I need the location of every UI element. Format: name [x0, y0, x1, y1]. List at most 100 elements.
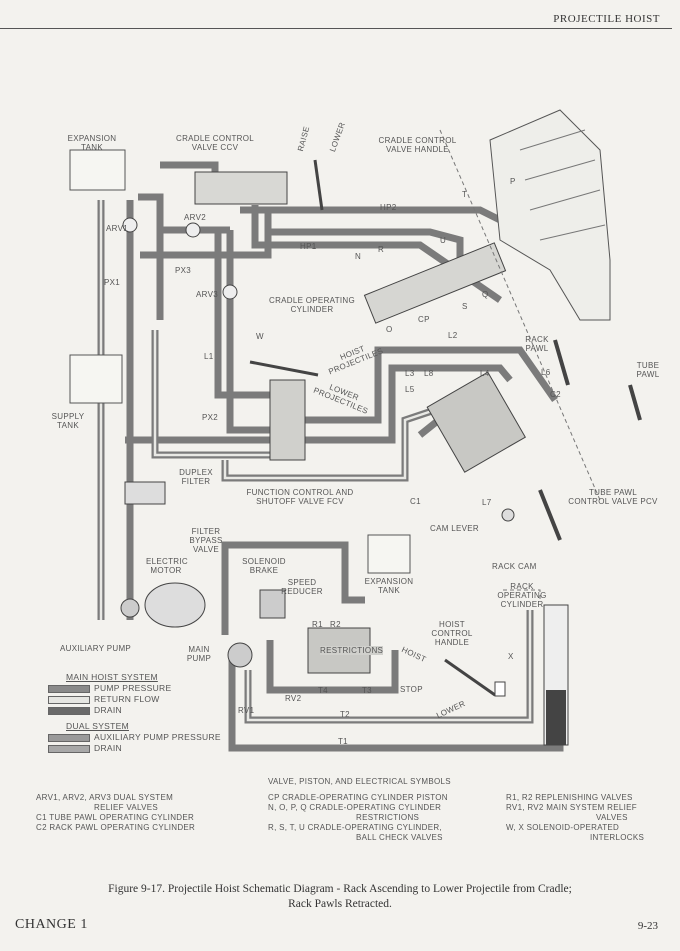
label-hoist-control-handle: HOIST CONTROL HANDLE — [431, 620, 473, 647]
symbol-entry: C2 RACK PAWL OPERATING CYLINDER — [36, 823, 196, 832]
label-px2: PX2 — [202, 413, 219, 422]
cradle — [489, 109, 611, 321]
hoist-control-handle — [444, 658, 496, 697]
symbol-entry: RESTRICTIONS — [356, 813, 420, 822]
legend-label: DRAIN — [94, 743, 122, 753]
symbols-col3: R1, R2 REPLENISHING VALVES RV1, RV2 MAIN… — [506, 793, 644, 843]
expansion-tank-top — [69, 149, 126, 191]
label-rack-cam: RACK CAM — [492, 562, 537, 571]
swatch-dual-drain — [48, 744, 90, 753]
label-pcv: TUBE PAWL CONTROL VALVE PCV — [568, 488, 658, 506]
label-t1: T1 — [338, 737, 348, 746]
label-arv1: ARV1 — [106, 224, 128, 233]
tube-pawl-control-valve — [426, 371, 526, 473]
symbols-col1: ARV1, ARV2, ARV3 DUAL SYSTEM RELIEF VALV… — [36, 793, 195, 833]
label-c1: C1 — [410, 497, 421, 506]
label-expansion-tank: EXPANSION TANK — [67, 134, 117, 152]
symbol-entry: N, O, P, Q CRADLE-OPERATING CYLINDER — [268, 803, 442, 812]
rack-pawl — [553, 339, 570, 386]
label-l8: L8 — [424, 369, 434, 378]
label-s: S — [462, 302, 468, 311]
rack-cam — [538, 489, 562, 541]
label-ccv-handle: CRADLE CONTROL VALVE HANDLE — [378, 136, 457, 154]
pipe-l1 — [214, 230, 290, 399]
electric-motor — [144, 582, 206, 628]
label-p: P — [510, 177, 516, 186]
label-duplex-filter: DUPLEX FILTER — [179, 468, 213, 486]
cradle-operating-cylinder — [363, 242, 507, 324]
label-l2: L2 — [448, 331, 458, 340]
label-hp2: HP2 — [380, 203, 397, 212]
cradle-control-valve — [194, 171, 288, 205]
pipe-t2 — [244, 610, 534, 724]
label-rv1: RV1 — [238, 706, 255, 715]
label-l7: L7 — [482, 498, 492, 507]
arv2-valve — [185, 222, 201, 238]
main-pump — [227, 642, 253, 668]
dashed-guide — [439, 129, 601, 600]
running-header: PROJECTILE HOIST — [553, 13, 660, 25]
legend-item: DRAIN — [48, 743, 221, 754]
symbol-entry: ARV1, ARV2, ARV3 DUAL SYSTEM — [36, 793, 174, 802]
symbol-entry: R, S, T, U CRADLE-OPERATING CYLINDER, — [268, 823, 442, 832]
label-arv2: ARV2 — [184, 213, 206, 222]
label-arv3: ARV3 — [196, 290, 218, 299]
caption-line: Figure 9-17. Projectile Hoist Schematic … — [108, 883, 572, 895]
pipe-hp2 — [264, 210, 464, 280]
figure-caption: Figure 9-17. Projectile Hoist Schematic … — [20, 882, 660, 912]
label-stop: STOP — [400, 685, 423, 694]
symbol-entry: C1 TUBE PAWL OPERATING CYLINDER — [36, 813, 195, 822]
symbol-entry: R1, R2 REPLENISHING VALVES — [506, 793, 633, 802]
legend-item: AUXILIARY PUMP PRESSURE — [48, 732, 221, 743]
interlock-x — [494, 681, 506, 697]
label-r1: R1 — [312, 620, 323, 629]
symbol-entry: RV1, RV2 MAIN SYSTEM RELIEF — [506, 803, 637, 812]
header-rule — [0, 28, 672, 29]
symbol-entry: CP CRADLE-OPERATING CYLINDER PISTON — [268, 793, 448, 802]
cam-lever — [501, 508, 515, 522]
legend-item: DRAIN — [48, 705, 221, 716]
label-l5: L5 — [405, 385, 415, 394]
label-main-pump: MAIN PUMP — [186, 645, 212, 663]
label-n: N — [355, 252, 362, 261]
label-expansion-tank-bottom: EXPANSION TANK — [364, 577, 414, 595]
symbol-entry: RELIEF VALVES — [94, 803, 159, 812]
legend: MAIN HOIST SYSTEM PUMP PRESSURE RETURN F… — [48, 672, 221, 754]
legend-label: RETURN FLOW — [94, 694, 160, 704]
hydraulic-schematic — [69, 109, 642, 752]
legend-dual-title: DUAL SYSTEM — [66, 721, 129, 731]
legend-item: RETURN FLOW — [48, 694, 221, 705]
label-t2: T2 — [340, 710, 350, 719]
pipe-px3 — [140, 230, 272, 259]
label-tube-pawl: TUBE PAWL — [636, 361, 660, 379]
legend-label: PUMP PRESSURE — [94, 683, 172, 693]
label-solenoid-brake: SOLENOID BRAKE — [242, 557, 286, 575]
label-l3: L3 — [405, 369, 415, 378]
label-px1: PX1 — [104, 278, 121, 287]
label-w: W — [256, 332, 264, 341]
label-t3: T3 — [362, 686, 372, 695]
speed-reducer — [259, 589, 286, 619]
pipe-hp2b — [240, 206, 522, 234]
symbols-col2: CP CRADLE-OPERATING CYLINDER PISTON N, O… — [268, 793, 448, 843]
fcv-handle — [249, 360, 319, 377]
label-auxiliary-pump: AUXILIARY PUMP — [60, 644, 132, 653]
symbol-entry: VALVES — [596, 813, 628, 822]
label-rack-operating-cylinder: RACK OPERATING CYLINDER — [497, 582, 547, 609]
label-l1: L1 — [204, 352, 214, 361]
label-u: U — [440, 236, 447, 245]
function-control-valve — [269, 379, 306, 461]
pipe-motor-loop — [221, 541, 365, 635]
tube-pawl — [628, 384, 642, 421]
legend-label: DRAIN — [94, 705, 122, 715]
symbols-title: VALVE, PISTON, AND ELECTRICAL SYMBOLS — [268, 777, 451, 786]
label-c2: C2 — [550, 390, 561, 399]
label-cam-lever: CAM LEVER — [430, 524, 479, 533]
label-q: Q — [482, 290, 489, 299]
pipe-arv-loop — [138, 193, 164, 320]
label-hp1: HP1 — [300, 242, 317, 251]
label-rack-pawl: RACK PAWL — [525, 335, 549, 353]
change-notice: CHANGE 1 — [15, 917, 88, 932]
label-l4: L4 — [480, 369, 490, 378]
symbol-entry: BALL CHECK VALVES — [356, 833, 443, 842]
